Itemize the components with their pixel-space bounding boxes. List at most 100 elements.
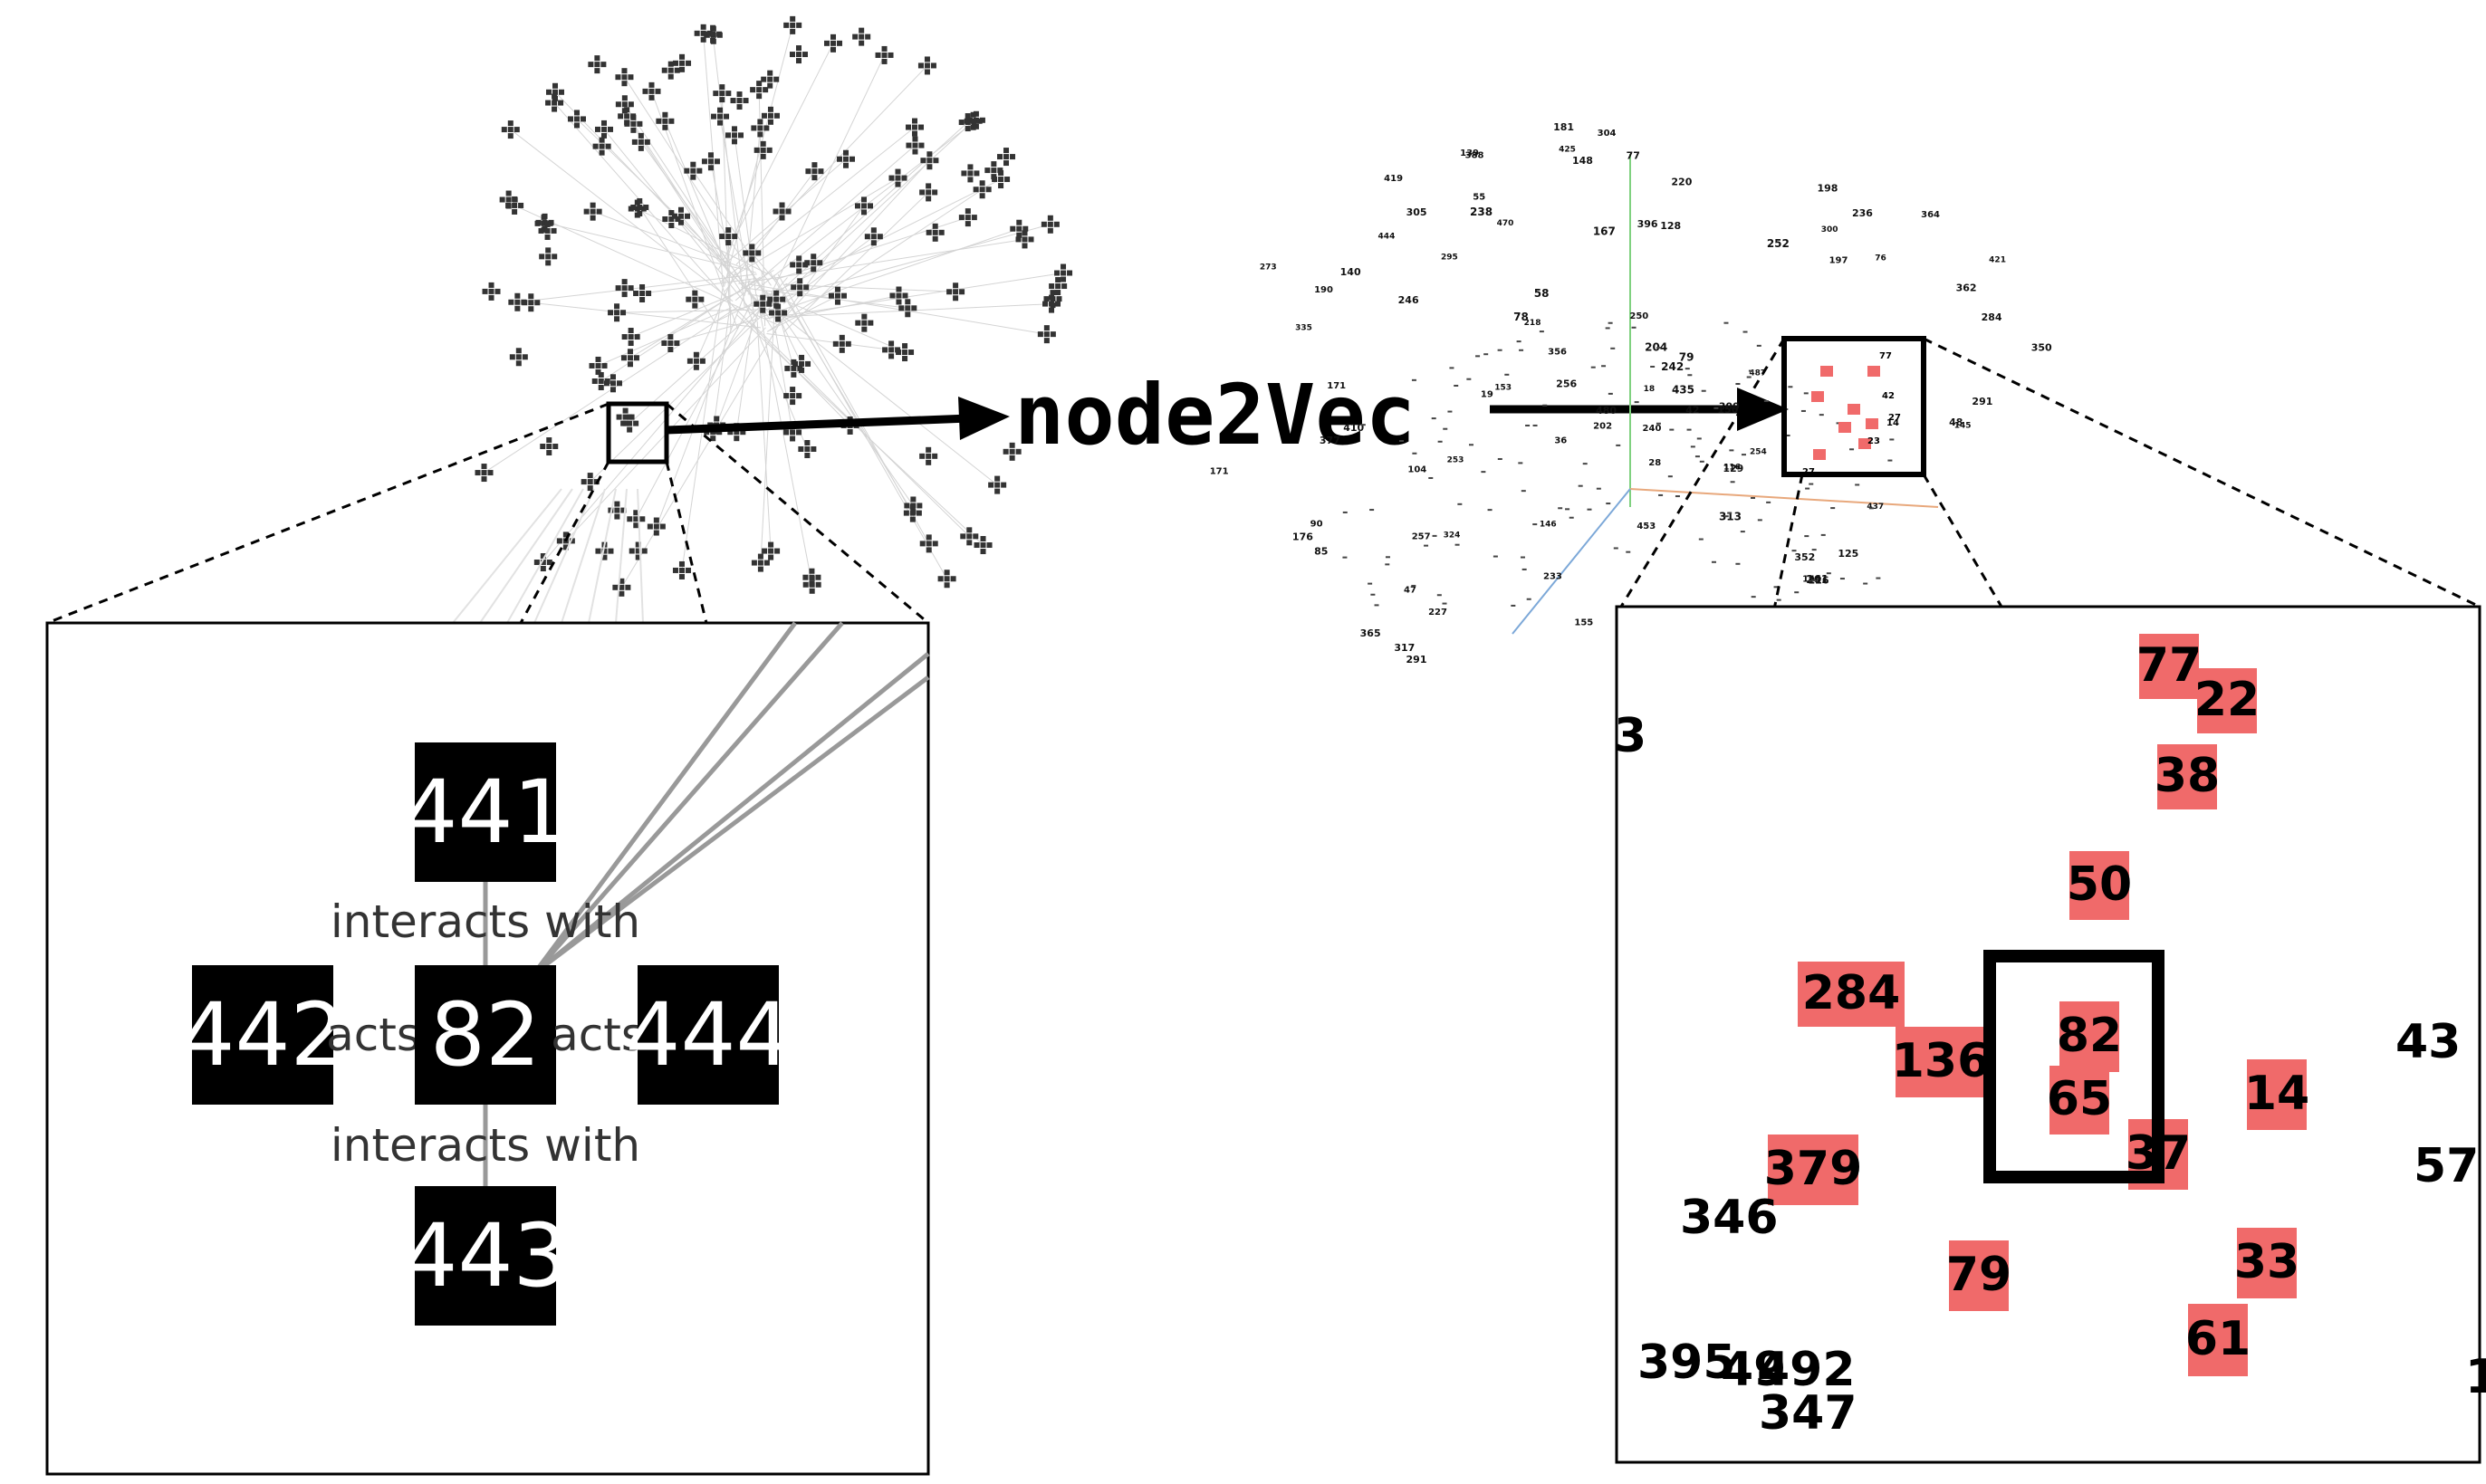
node-441[interactable]: 441 bbox=[402, 742, 569, 882]
scatter-label: 227 bbox=[1428, 608, 1447, 618]
network-node bbox=[538, 221, 557, 240]
embedding-point-65[interactable]: 65 bbox=[2047, 1066, 2112, 1135]
scatter-label: 42 bbox=[1685, 405, 1699, 416]
network-node bbox=[539, 247, 558, 266]
mini-highlight bbox=[1820, 366, 1833, 377]
embedding-point-77[interactable]: 77 bbox=[2136, 634, 2202, 699]
scatter-label: 365 bbox=[1360, 627, 1381, 639]
outgoing-edges bbox=[532, 621, 930, 975]
network-node bbox=[583, 202, 602, 221]
scatter-label: 480 bbox=[1596, 405, 1617, 416]
network-node bbox=[694, 24, 713, 43]
network-node bbox=[482, 282, 501, 301]
axis-blue bbox=[1512, 488, 1631, 635]
scatter-label: 250 bbox=[1629, 311, 1648, 321]
scatter-label: 356 bbox=[1548, 348, 1567, 358]
scatter-label: 291 bbox=[1406, 654, 1427, 665]
embedding-point-14[interactable]: 14 bbox=[2244, 1059, 2309, 1130]
network-node bbox=[805, 162, 824, 181]
embedding-point-82[interactable]: 82 bbox=[2057, 1001, 2122, 1072]
mini-label: 23 bbox=[1867, 436, 1880, 446]
embedding-point-label: 379 bbox=[1764, 1142, 1863, 1196]
mini-highlight bbox=[1838, 422, 1851, 433]
network-node bbox=[773, 202, 792, 221]
edge-label-right: acts bbox=[551, 1009, 645, 1061]
scatter-label: 202 bbox=[1593, 421, 1612, 431]
network-node bbox=[761, 70, 780, 89]
network-node bbox=[958, 208, 977, 227]
network-node bbox=[832, 334, 851, 353]
embedding-point-379[interactable]: 379 bbox=[1764, 1135, 1863, 1205]
scatter-label: 167 bbox=[1593, 225, 1616, 238]
scatter-label: 352 bbox=[1794, 551, 1815, 563]
edge-label-top: interacts with bbox=[331, 895, 640, 948]
network-node bbox=[725, 126, 744, 145]
node-442[interactable]: 442 bbox=[179, 965, 346, 1105]
network-node bbox=[672, 560, 691, 579]
scatter-label: 90 bbox=[1310, 520, 1323, 530]
scatter-label: 254 bbox=[1750, 447, 1767, 456]
embedding-point-61[interactable]: 61 bbox=[2185, 1304, 2251, 1376]
network-node bbox=[961, 164, 980, 183]
network-node bbox=[594, 120, 613, 139]
scatter-label: 470 bbox=[1497, 219, 1514, 228]
node-444[interactable]: 444 bbox=[625, 965, 792, 1105]
network-node bbox=[783, 387, 802, 406]
scatter-label: 410 bbox=[1343, 422, 1364, 434]
embedding-point-79[interactable]: 79 bbox=[1946, 1240, 2011, 1311]
embedding-point-50[interactable]: 50 bbox=[2067, 851, 2132, 920]
scatter-label: 76 bbox=[1875, 254, 1886, 263]
network-node bbox=[588, 55, 607, 74]
embedding-point-label: 61 bbox=[2185, 1312, 2251, 1366]
scatter-label: 104 bbox=[1407, 464, 1426, 474]
network-node bbox=[704, 24, 723, 43]
scatter-label: 36 bbox=[1554, 436, 1567, 446]
network-node bbox=[1003, 442, 1022, 461]
embedding-point-33[interactable]: 33 bbox=[2234, 1228, 2299, 1298]
scatter-label: 140 bbox=[1340, 266, 1361, 278]
embedding-point-plain-43: 43 bbox=[2395, 1015, 2461, 1069]
mini-highlight bbox=[1867, 366, 1880, 377]
network-node bbox=[661, 61, 680, 80]
network-node bbox=[592, 137, 611, 156]
scatter-label: 233 bbox=[1543, 571, 1562, 581]
scatter-label: 425 bbox=[1559, 146, 1576, 155]
scatter-label: 419 bbox=[1384, 174, 1403, 184]
network-node bbox=[522, 293, 541, 312]
network-node bbox=[533, 553, 552, 572]
scatter-label: 437 bbox=[1867, 503, 1884, 512]
embedding-point-38[interactable]: 38 bbox=[2155, 744, 2220, 809]
scatter-label: 313 bbox=[1719, 511, 1742, 523]
network-node bbox=[791, 278, 810, 297]
scatter-label: 77 bbox=[1627, 150, 1640, 162]
network-node bbox=[1037, 325, 1056, 344]
network-node bbox=[629, 541, 648, 560]
scatter-label: 85 bbox=[1314, 545, 1328, 557]
network-node bbox=[711, 107, 730, 126]
network-node bbox=[828, 286, 847, 305]
embedding-scatter: 1984802508578291369227171335313291125482… bbox=[1210, 121, 2052, 665]
scatter-label: 55 bbox=[1473, 192, 1485, 202]
network-node bbox=[1049, 277, 1068, 296]
axis-orange bbox=[1629, 488, 1939, 508]
network-node bbox=[1054, 263, 1073, 282]
node-82[interactable]: 82 bbox=[415, 965, 556, 1105]
network-node bbox=[882, 340, 901, 359]
network-node bbox=[926, 223, 945, 242]
embedding-point-284[interactable]: 284 bbox=[1798, 962, 1905, 1027]
scatter-label: 253 bbox=[1447, 456, 1464, 465]
network-node bbox=[906, 136, 925, 155]
node-444-label: 444 bbox=[625, 984, 791, 1086]
embedding-point-22[interactable]: 22 bbox=[2194, 668, 2260, 733]
network-node bbox=[958, 113, 977, 132]
scatter-label: 28 bbox=[1648, 458, 1661, 468]
scatter-label: 295 bbox=[1441, 253, 1458, 262]
network-node bbox=[790, 255, 809, 274]
network-node bbox=[761, 106, 780, 125]
network-node bbox=[854, 196, 873, 215]
embedding-point-136[interactable]: 136 bbox=[1892, 1027, 1991, 1097]
network-node bbox=[920, 151, 939, 170]
node-443[interactable]: 443 bbox=[402, 1186, 569, 1326]
scatter-label: 261 bbox=[1806, 573, 1829, 586]
network-node bbox=[753, 140, 773, 159]
